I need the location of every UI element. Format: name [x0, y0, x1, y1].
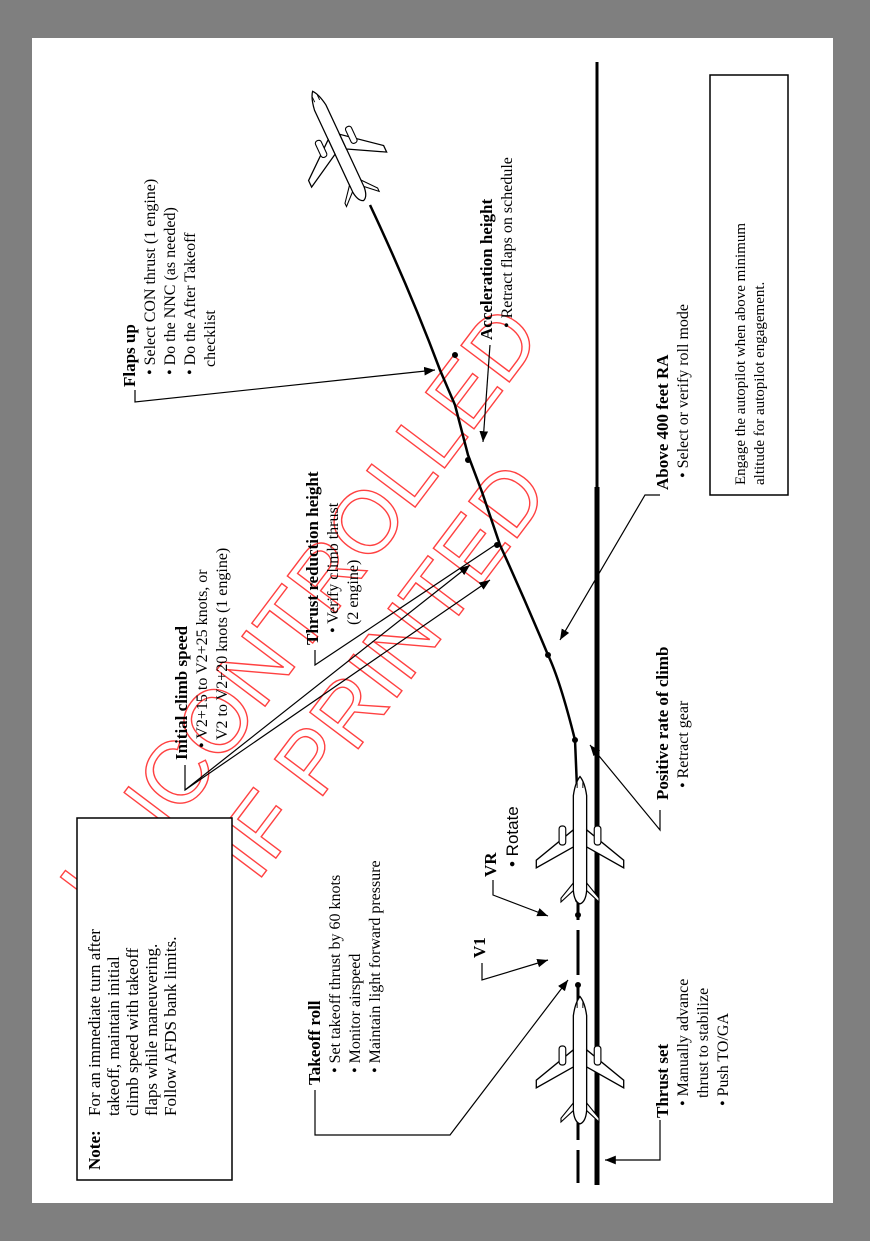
acceleration-title: Acceleration height [477, 199, 496, 340]
acceleration-line-1: • Retract flaps on schedule [499, 157, 516, 328]
thrust-set-title: Thrust set [653, 1044, 672, 1118]
initial-climb-title: Initial climb speed [172, 625, 191, 760]
callout-flaps-up: Flaps up • Select CON thrust (1 engine) … [120, 179, 219, 387]
note-line-5: Follow AFDS bank limits. [161, 937, 180, 1116]
callout-acceleration-height: Acceleration height • Retract flaps on s… [477, 157, 516, 340]
note-line-2: takeoff, maintain initial [104, 956, 123, 1116]
callout-above-400ft: Above 400 feet RA • Select or verify rol… [653, 304, 692, 490]
thrust-set-line-1: • Manually advance [675, 979, 692, 1106]
waypoint-400ft [545, 652, 551, 658]
autopilot-box [709, 74, 789, 496]
note-box [76, 817, 233, 1181]
waypoint-v1 [575, 912, 581, 918]
callout-positive-rate: Positive rate of climb • Retract gear [653, 647, 692, 800]
positive-rate-line-1: • Retract gear [675, 700, 692, 788]
flaps-up-line-4: checklist [202, 310, 219, 367]
takeoff-roll-line-3: • Maintain light forward pressure [367, 860, 384, 1073]
airplane-on-runway-icon [535, 995, 625, 1125]
note-line-1: For an immediate turn after [85, 929, 104, 1116]
waypoint-thrust-reduction [494, 542, 500, 548]
callout-initial-climb-speed: Initial climb speed • V2+15 to V2+25 kno… [172, 548, 231, 760]
thrust-reduction-line-2: (2 engine) [345, 560, 362, 625]
note-line-3: climb speed with takeoff [123, 947, 142, 1116]
thrust-set-line-3: • Push TO/GA [715, 1013, 732, 1106]
airplane-climbing-icon [274, 73, 402, 219]
airplane-rotating-icon [535, 775, 625, 905]
thrust-set-line-2: thrust to stabilize [695, 988, 712, 1098]
flaps-up-line-2: • Do the NNC (as needed) [162, 207, 179, 375]
positive-rate-title: Positive rate of climb [653, 647, 672, 800]
flaps-up-line-3: • Do the After Takeoff [182, 232, 199, 375]
autopilot-line-2: altitude for autopilot engagement. [752, 282, 768, 485]
vr-line-1: • Rotate [503, 806, 522, 867]
waypoint-flaps-up [452, 352, 458, 358]
autopilot-text: Engage the autopilot when above minimum … [733, 223, 768, 485]
takeoff-roll-title: Takeoff roll [305, 1000, 324, 1085]
takeoff-roll-line-2: • Monitor airspeed [347, 954, 364, 1073]
waypoint-positive-rate [572, 737, 578, 743]
v1-title: V1 [470, 937, 489, 958]
waypoint-acceleration [465, 457, 471, 463]
note-line-4: flaps while maneuvering. [142, 944, 161, 1116]
callout-takeoff-roll: Takeoff roll • Set takeoff thrust by 60 … [305, 860, 384, 1085]
autopilot-line-1: Engage the autopilot when above minimum [733, 223, 749, 485]
vr-title: VR [481, 852, 500, 877]
note-label: Note: [85, 1130, 104, 1170]
leader-lines [134, 344, 661, 1165]
thrust-reduction-line-1: • Verify climb thrust [325, 502, 342, 633]
callout-thrust-set: Thrust set • Manually advance thrust to … [653, 979, 732, 1118]
thrust-reduction-title: Thrust reduction height [303, 471, 322, 645]
takeoff-roll-line-1: • Set takeoff thrust by 60 knots [327, 875, 344, 1073]
initial-climb-line-2: V2 to V2+20 knots (1 engine) [214, 548, 231, 740]
callout-vr: VR • Rotate [481, 806, 522, 877]
callout-thrust-reduction: Thrust reduction height • Verify climb t… [303, 471, 362, 645]
callout-v1: V1 [470, 937, 489, 958]
waypoint-thrust-set [575, 982, 581, 988]
note-text: Note: For an immediate turn after takeof… [85, 929, 180, 1170]
initial-climb-line-1: • V2+15 to V2+25 knots, or [194, 569, 211, 748]
above-400-title: Above 400 feet RA [653, 354, 672, 490]
flaps-up-line-1: • Select CON thrust (1 engine) [142, 179, 159, 375]
above-400-line-1: • Select or verify roll mode [675, 304, 692, 478]
flaps-up-title: Flaps up [120, 324, 139, 387]
